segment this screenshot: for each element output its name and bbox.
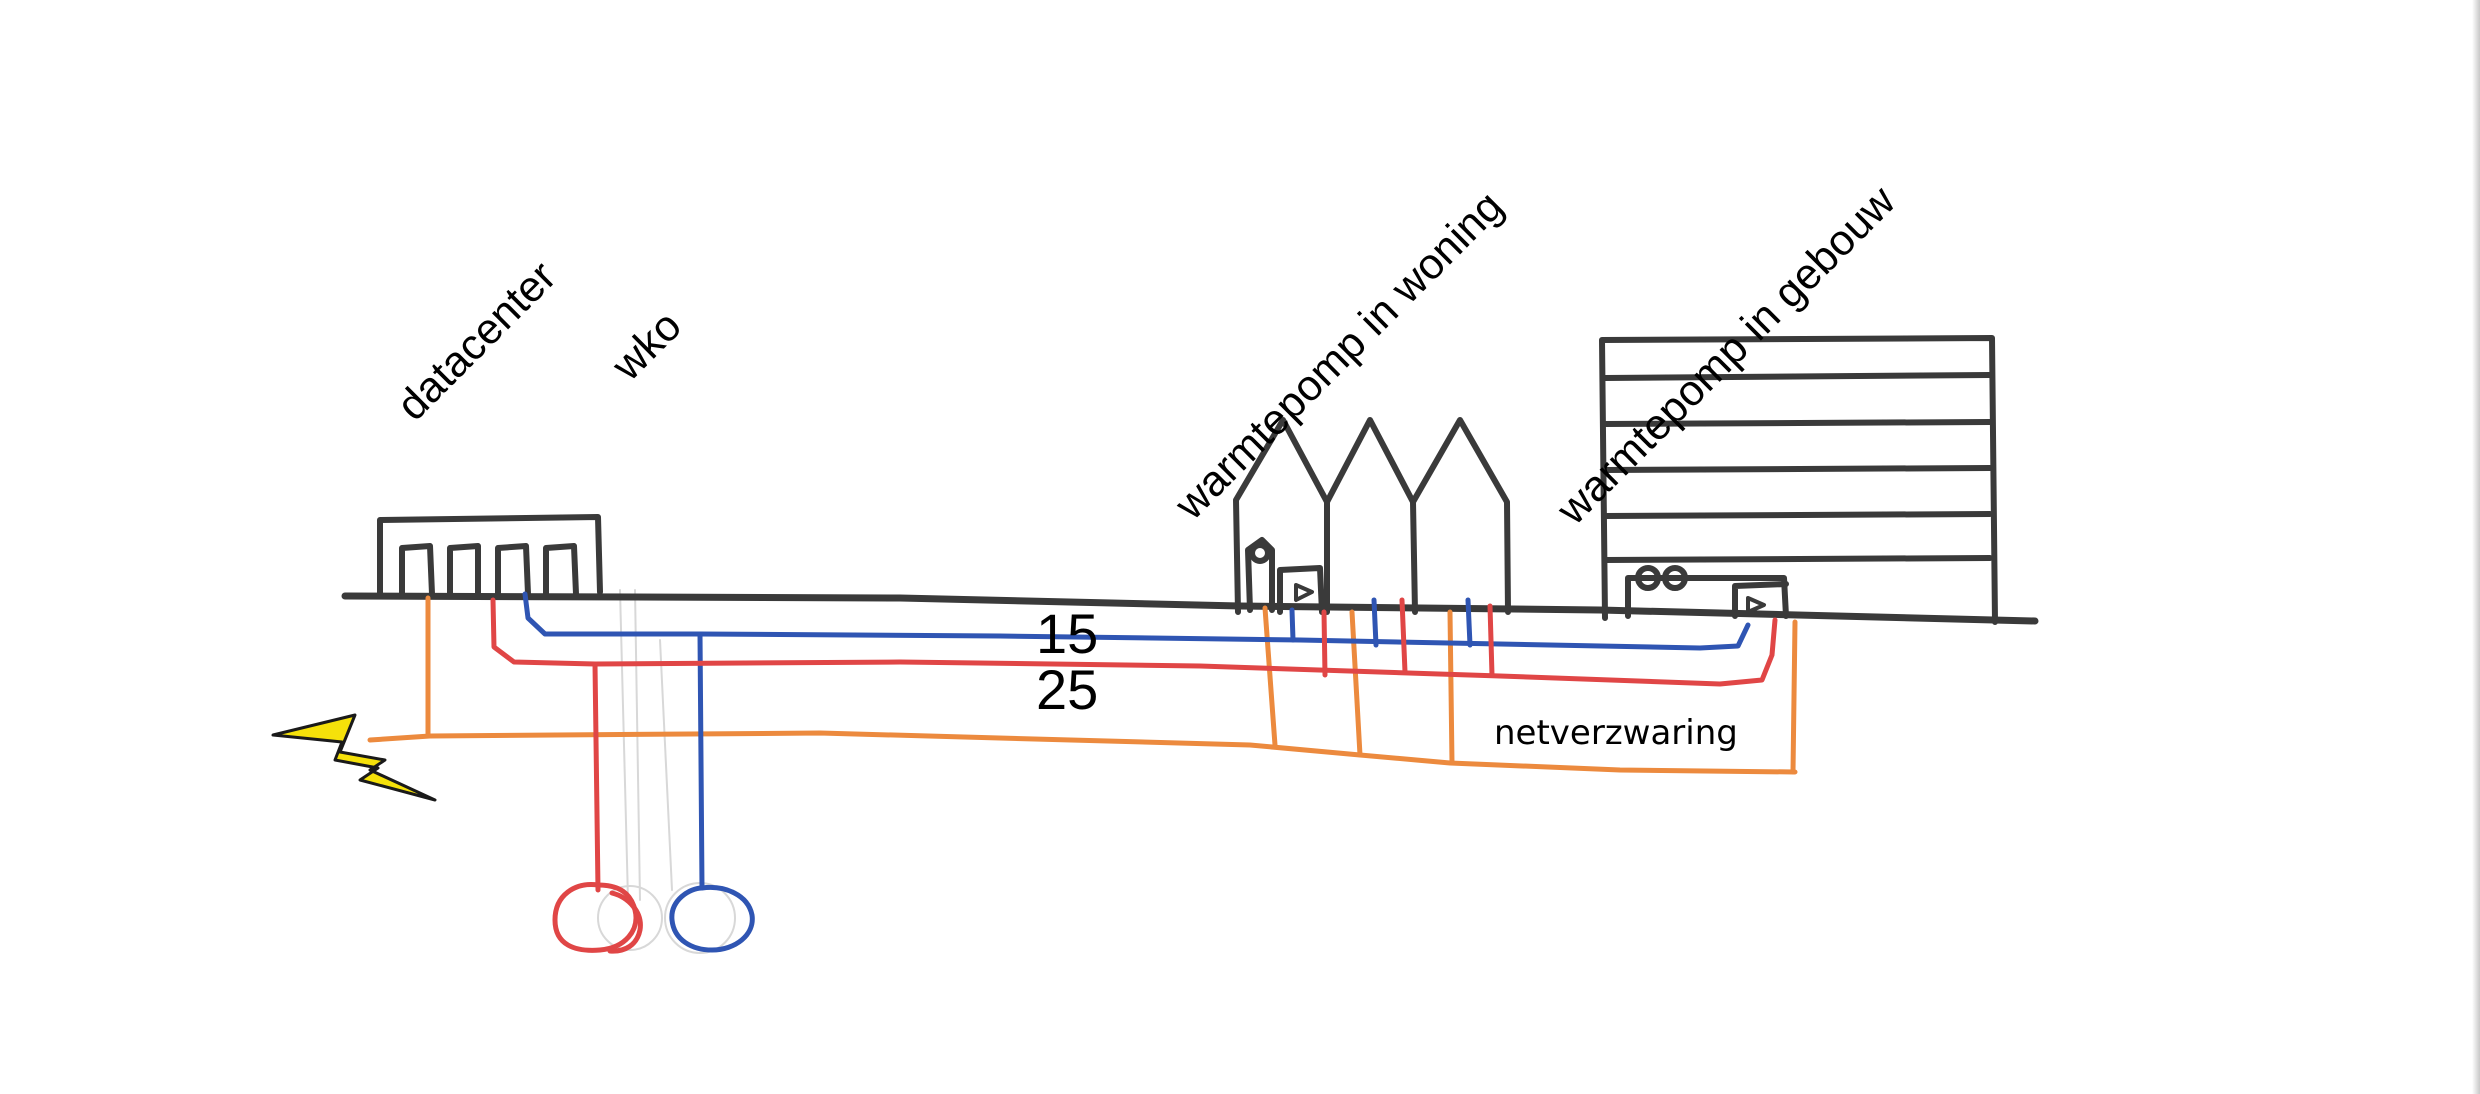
cold-temperature-label: 15 [1036, 602, 1099, 665]
office-building [1599, 335, 1998, 625]
cold-pipe [522, 591, 1751, 953]
pump-icon [1294, 583, 1766, 614]
netverzwaring-label: netverzwaring [1494, 713, 1738, 753]
warm-pipe [490, 597, 1778, 954]
ghost-sketch-lines [597, 589, 736, 954]
ground-line [341, 592, 2039, 625]
warm-temperature-label: 25 [1036, 658, 1099, 721]
datacenter-building [377, 514, 603, 599]
lightning-bolt-icon [271, 713, 437, 802]
houses [1233, 417, 1511, 615]
power-line-network [367, 595, 1798, 775]
page-edge-shadow [2472, 0, 2480, 1094]
